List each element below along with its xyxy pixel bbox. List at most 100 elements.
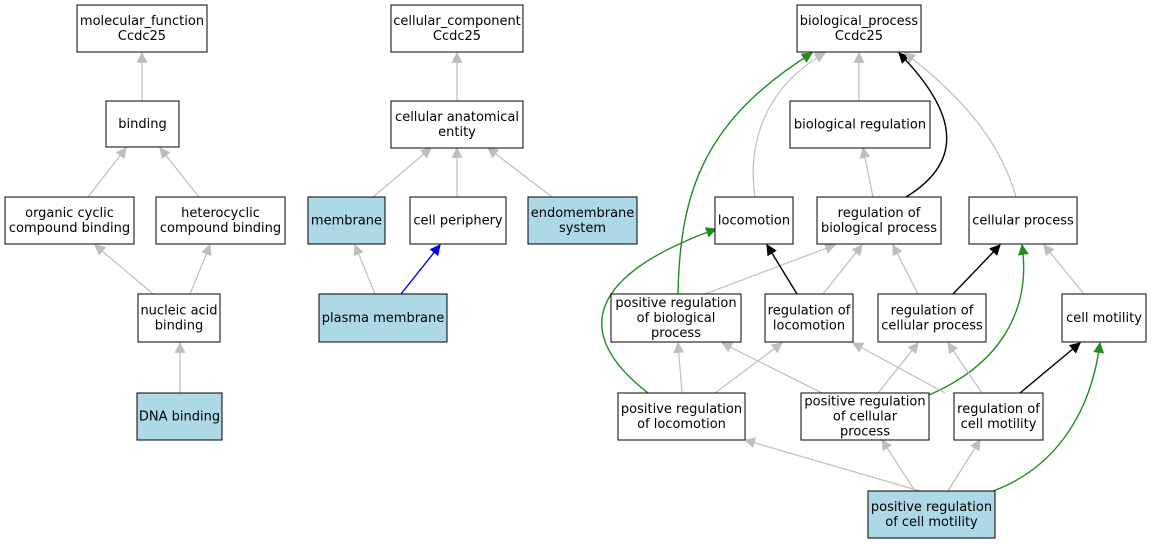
term-node-cellper[interactable]: cell periphery [409,196,507,245]
edge-is-a-cellmot-to-cellproc [1043,244,1085,295]
term-node-box [136,392,223,441]
term-node-box [816,196,942,245]
term-node-box [764,293,854,343]
term-node-label: biological_process [800,14,919,29]
term-node-box [610,293,742,343]
term-node-label: regulation of [891,304,974,319]
term-node-box [390,4,524,53]
edge-is-a-regcm-to-regcp [947,342,983,394]
term-node-box [409,196,507,245]
term-node-label: molecular_function [80,14,204,29]
term-node-label: plasma membrane [322,311,445,326]
term-node-label: cellular process [881,319,983,334]
term-node-cellmot[interactable]: cell motility [1061,293,1147,343]
term-node-label: Ccdc25 [835,29,883,44]
term-node-box [796,4,922,53]
edge-regulates-regcm-to-cellmot [1019,342,1081,394]
term-node-label: biological regulation [794,118,926,133]
term-node-label: regulation of [957,402,1040,417]
term-node-box [789,100,931,149]
term-node-label: locomotion [718,214,790,229]
term-node-membrane[interactable]: membrane [307,196,386,245]
term-node-label: cellular anatomical [395,110,519,125]
term-node-label: membrane [311,214,382,229]
term-node-binding[interactable]: binding [105,100,180,148]
term-node-pm[interactable]: plasma membrane [318,293,448,343]
term-node-label: organic cyclic [25,206,114,221]
term-node-label: positive regulation [615,296,736,311]
term-node-box [307,196,386,245]
term-node-bioreg[interactable]: biological regulation [789,100,931,149]
term-node-loco[interactable]: locomotion [714,196,794,245]
term-node-label: cellular process [972,214,1074,229]
term-node-label: nucleic acid [140,304,217,319]
edge-positively-regulates-posregloco-to-loco [601,227,718,394]
edge-is-a-posregcm-to-posregcp [881,439,916,492]
edge-is-a-regloco-to-regbp [822,244,863,295]
term-node-box [877,293,987,343]
edge-regulates-regloco-to-loco [766,244,798,295]
edge-part-of-pm-to-cellper [400,244,441,295]
edge-is-a-posregcm-to-regcm [947,439,981,492]
term-node-label: entity [438,125,476,140]
edge-is-a-posregcp-to-posregbp [721,342,823,394]
term-node-label: process [840,425,890,440]
term-node-label: Ccdc25 [118,29,166,44]
edge-is-a-cellproc-to-bp [904,52,1017,198]
edge-is-a-posregloco-to-regloco [714,342,783,394]
edge-is-a-nab-to-hcb [189,243,212,295]
term-node-label: regulation of [838,206,921,221]
term-node-box [318,293,448,343]
edge-is-a-membrane-to-cae [372,147,432,198]
term-node-box [714,196,794,245]
term-node-label: cellular_component [393,14,521,29]
term-node-label: binding [155,319,203,334]
term-node-box [76,4,208,53]
term-node-label: compound binding [160,221,281,236]
term-node-box [968,196,1078,245]
term-node-label: of locomotion [637,417,726,432]
term-node-label: cell motility [1066,311,1142,326]
edge-is-a-posregcm-to-posregloco [743,437,921,492]
term-node-label: heterocyclic [181,206,260,221]
term-node-box [137,293,221,343]
term-node-label: system [559,221,606,236]
term-node-dnab[interactable]: DNA binding [136,392,223,441]
edge-is-a-endo-to-cae [487,147,553,198]
term-node-label: locomotion [773,319,845,334]
edge-is-a-pm-to-membrane [353,243,376,295]
term-node-box [953,392,1044,441]
edges-layer [87,51,1105,492]
term-node-label: positive regulation [621,402,742,417]
term-node-label: DNA binding [139,410,220,425]
term-node-cellproc[interactable]: cellular process [968,196,1078,245]
term-node-label: biological process [821,221,937,236]
edge-is-a-regcp-to-regbp [892,244,919,295]
term-node-label: of biological [637,311,716,326]
term-node-box [4,196,135,245]
term-node-label: positive regulation [871,500,992,515]
term-node-box [155,196,286,245]
term-node-label: of cell motility [885,515,978,530]
edge-is-a-hcb-to-binding [159,147,200,198]
edge-positively-regulates-posregcp-to-cellproc [928,243,1029,396]
edge-is-a-loco-to-bp [752,52,826,198]
term-node-box [617,392,746,441]
